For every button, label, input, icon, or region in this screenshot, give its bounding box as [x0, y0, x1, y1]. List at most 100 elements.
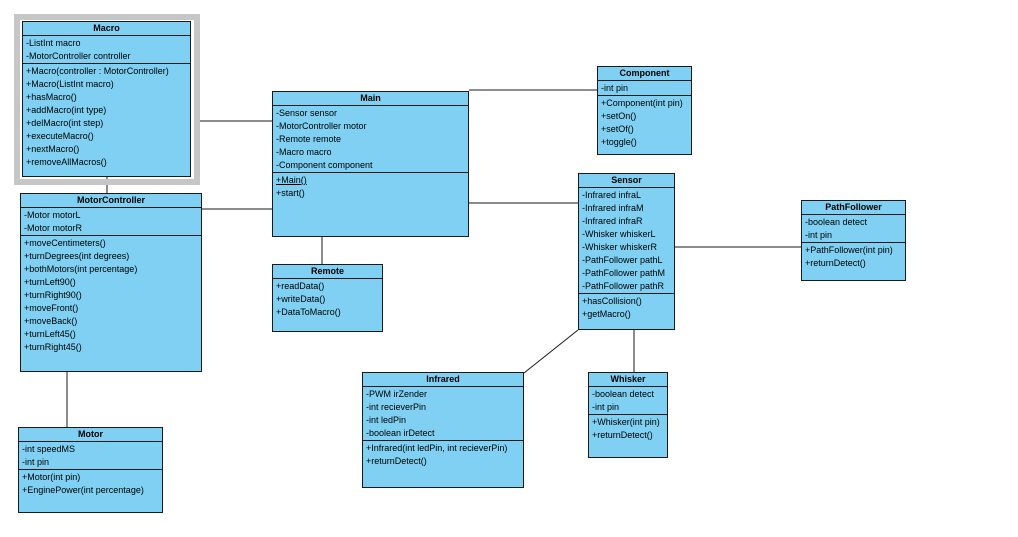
member-row: +turnLeft90() [24, 277, 76, 287]
member-row: +setOn() [601, 111, 637, 121]
member-row: +returnDetect() [592, 430, 653, 440]
class-title: Main [360, 93, 381, 103]
methods-compartment: +Macro(controller : MotorController) +Mac… [23, 63, 190, 176]
member-row: -Sensor sensor [276, 108, 338, 118]
member-row: -MotorController controller [26, 51, 131, 61]
member-row: -Infrared infraM [582, 203, 644, 213]
class-box-remote[interactable]: Remote +readData() +writeData() +DataToMac… [272, 264, 383, 332]
member-row: +hasCollision() [582, 296, 642, 306]
member-row: -PathFollower pathM [582, 268, 666, 278]
class-box-main[interactable]: Main -Sensor sensor -MotorController moto… [272, 91, 469, 237]
member-row: -Whisker whiskerR [582, 242, 658, 252]
member-row: +writeData() [276, 294, 326, 304]
member-row: +nextMacro() [26, 144, 80, 154]
member-row: -Motor motorR [24, 223, 83, 233]
member-row: -PathFollower pathL [582, 255, 663, 265]
class-box-infrared[interactable]: Infrared -PWM irZender -int recieverPin -i… [362, 372, 524, 488]
class-title: Macro [93, 23, 120, 33]
member-row: +turnRight90() [24, 290, 82, 300]
methods-compartment: +Motor(int pin) +EnginePower(int percenta… [19, 469, 162, 512]
class-box-component[interactable]: Component -int pin +Component(int pin) +s… [597, 66, 692, 155]
member-row: -int speedMS [22, 444, 76, 454]
class-title: Infrared [426, 374, 460, 384]
member-row: +Macro(controller : MotorController) [26, 66, 169, 76]
attributes-compartment: -int speedMS -int pin [19, 441, 162, 469]
methods-compartment: +Component(int pin) +setOn() +setOf() +togg… [598, 95, 691, 154]
attributes-compartment: -Motor motorL -Motor motorR [21, 207, 201, 235]
member-row: -boolean irDetect [366, 428, 435, 438]
member-row: -int pin [22, 457, 50, 467]
member-row: +turnDegrees(int degrees) [24, 251, 130, 261]
member-row: -Remote remote [276, 134, 342, 144]
class-box-motor[interactable]: Motor -int speedMS -int pin +Motor(int pi… [18, 427, 163, 513]
class-title: Remote [310, 266, 344, 276]
connection-sensor-infrared[interactable] [523, 329, 579, 374]
member-row: -ListInt macro [26, 38, 81, 48]
class-box-whisker[interactable]: Whisker -boolean detect -int pin +Whisker… [588, 372, 668, 458]
class-title: MotorController [77, 195, 145, 205]
member-row: +start() [276, 188, 305, 198]
member-row: +toggle() [601, 137, 637, 147]
member-row: +delMacro(int step) [26, 118, 104, 128]
member-row: -Motor motorL [24, 210, 81, 220]
attributes-compartment: -boolean detect -int pin [802, 214, 905, 242]
methods-compartment: +readData() +writeData() +DataToMacro() [273, 278, 382, 331]
member-row: +Infrared(int ledPin, int recieverPin) [366, 443, 508, 453]
member-row: +setOf() [601, 124, 634, 134]
member-row: +Main() [276, 175, 307, 185]
selection-frame [14, 14, 200, 185]
member-row: -int ledPin [366, 415, 407, 425]
member-row: +readData() [276, 281, 325, 291]
member-row: +Whisker(int pin) [592, 417, 660, 427]
member-row: -int pin [592, 402, 620, 412]
member-row: +DataToMacro() [276, 307, 341, 317]
class-box-motorcontroller[interactable]: MotorController -Motor motorL-Motor moto… [20, 193, 202, 372]
class-title: Whisker [610, 374, 646, 384]
class-box-sensor[interactable]: Sensor -Infrared infraL -Infrared infraM -… [578, 173, 675, 330]
member-row: +EnginePower(int percentage) [22, 485, 144, 495]
member-row: +returnDetect() [366, 456, 427, 466]
member-row: -boolean detect [592, 389, 655, 399]
member-row: -PathFollower pathR [582, 281, 665, 291]
member-row: -Whisker whiskerL [582, 229, 656, 239]
member-row: -boolean detect [805, 217, 868, 227]
member-row: +addMacro(int type) [26, 105, 107, 115]
methods-compartment: +hasCollision()+getMacro() [579, 293, 674, 329]
member-row: -Component component [276, 160, 373, 170]
attributes-compartment: -PWM irZender -int recieverPin -int ledPin… [363, 386, 523, 440]
member-row: +hasMacro() [26, 92, 77, 102]
member-row: +Component(int pin) [601, 98, 683, 108]
member-row: +returnDetect() [805, 258, 866, 268]
attributes-compartment: -ListInt macro -MotorController controlle… [23, 35, 190, 63]
methods-compartment: +Whisker(int pin) +returnDetect() [589, 414, 667, 457]
member-row: +moveBack() [24, 316, 78, 326]
member-row: +moveCentimeters() [24, 238, 106, 248]
member-row: +PathFollower(int pin) [805, 245, 893, 255]
member-row: -Infrared infraL [582, 190, 642, 200]
methods-compartment: +Infrared(int ledPin, int recieverPin) +r… [363, 440, 523, 487]
class-box-pathfollower[interactable]: PathFollower -boolean detect-int pin +Pa… [801, 200, 906, 281]
member-row: -int pin [601, 83, 629, 93]
member-row: +turnRight45() [24, 342, 82, 352]
class-title: Sensor [611, 175, 642, 185]
attributes-compartment: -Infrared infraL-Infrared infraM-Infrare… [579, 187, 674, 293]
member-row: +executeMacro() [26, 131, 94, 141]
member-row: -int pin [805, 230, 833, 240]
member-row: -int recieverPin [366, 402, 427, 412]
member-row: -PWM irZender [366, 389, 428, 399]
member-row: +bothMotors(int percentage) [24, 264, 138, 274]
attributes-compartment: -Sensor sensor -MotorController motor -Rem… [273, 105, 468, 172]
class-title: Motor [78, 429, 103, 439]
member-row: +removeAllMacros() [26, 157, 107, 167]
methods-compartment: +PathFollower(int pin) +returnDetect() [802, 242, 905, 280]
member-row: +turnLeft45() [24, 329, 76, 339]
member-row: +Macro(ListInt macro) [26, 79, 114, 89]
methods-compartment: +moveCentimeters() +turnDegrees(int degre… [21, 235, 201, 371]
attributes-compartment: -boolean detect -int pin [589, 386, 667, 414]
member-row: -MotorController motor [276, 121, 367, 131]
class-box-macro[interactable]: Macro -ListInt macro -MotorController con… [22, 21, 191, 177]
class-title: Component [619, 68, 670, 78]
member-row: +Motor(int pin) [22, 472, 81, 482]
